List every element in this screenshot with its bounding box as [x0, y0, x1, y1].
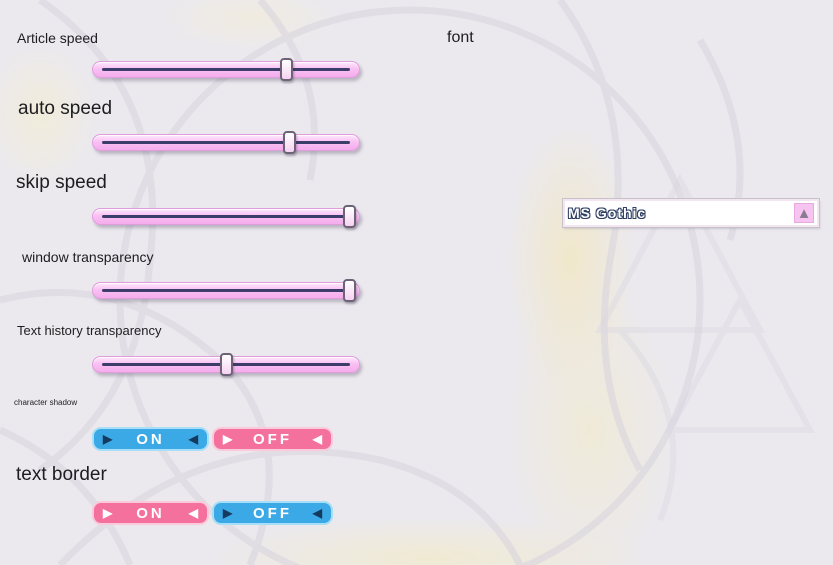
article-speed-label: Article speed	[17, 30, 98, 46]
text-history-transparency-slider[interactable]	[92, 353, 360, 376]
slider-thumb[interactable]	[280, 58, 293, 81]
font-dropdown-up-button[interactable]: ▲	[794, 203, 814, 223]
text-border-label: text border	[16, 464, 107, 485]
slider-track-line	[102, 288, 350, 292]
slider-thumb[interactable]	[220, 353, 233, 376]
slider-thumb[interactable]	[343, 279, 356, 302]
triangle-left-icon: ◀	[312, 432, 322, 446]
auto-speed-slider[interactable]	[92, 131, 360, 154]
triangle-left-icon: ◀	[312, 506, 322, 520]
triangle-right-icon: ▶	[223, 432, 233, 446]
toggle-button-label: OFF	[253, 504, 292, 522]
slider-track-line	[102, 214, 350, 218]
text-border-toggle: ▶ ON ◀ ▶ OFF ◀	[92, 501, 333, 525]
window-transparency-slider[interactable]	[92, 279, 360, 302]
toggle-button-label: ON	[136, 430, 165, 448]
text-history-transparency-label: Text history transparency	[17, 323, 162, 338]
triangle-right-icon: ▶	[103, 506, 113, 520]
auto-speed-label: auto speed	[18, 98, 113, 119]
triangle-right-icon: ▶	[103, 432, 113, 446]
font-label: font	[447, 29, 474, 46]
skip-speed-slider[interactable]	[92, 205, 360, 228]
text-border-off-button[interactable]: ▶ OFF ◀	[212, 501, 333, 525]
character-shadow-on-button[interactable]: ▶ ON ◀	[92, 427, 209, 451]
font-dropdown[interactable]: MS Gothic ▲	[562, 198, 820, 228]
window-transparency-label: window transparency	[22, 249, 154, 265]
skip-speed-label: skip speed	[16, 172, 107, 193]
toggle-button-label: ON	[136, 504, 165, 522]
character-shadow-off-button[interactable]: ▶ OFF ◀	[212, 427, 333, 451]
triangle-left-icon: ◀	[188, 432, 198, 446]
slider-thumb[interactable]	[343, 205, 356, 228]
triangle-right-icon: ▶	[223, 506, 233, 520]
toggle-button-label: OFF	[253, 430, 292, 448]
triangle-up-icon: ▲	[796, 204, 812, 222]
slider-thumb[interactable]	[283, 131, 296, 154]
character-shadow-label: character shadow	[14, 398, 78, 407]
slider-track-line	[102, 140, 350, 144]
slider-track-line	[102, 67, 350, 71]
article-speed-slider[interactable]	[92, 58, 360, 81]
character-shadow-toggle: ▶ ON ◀ ▶ OFF ◀	[92, 427, 333, 451]
text-border-on-button[interactable]: ▶ ON ◀	[92, 501, 209, 525]
triangle-left-icon: ◀	[188, 506, 198, 520]
selected-font-name: MS Gothic	[568, 205, 647, 221]
